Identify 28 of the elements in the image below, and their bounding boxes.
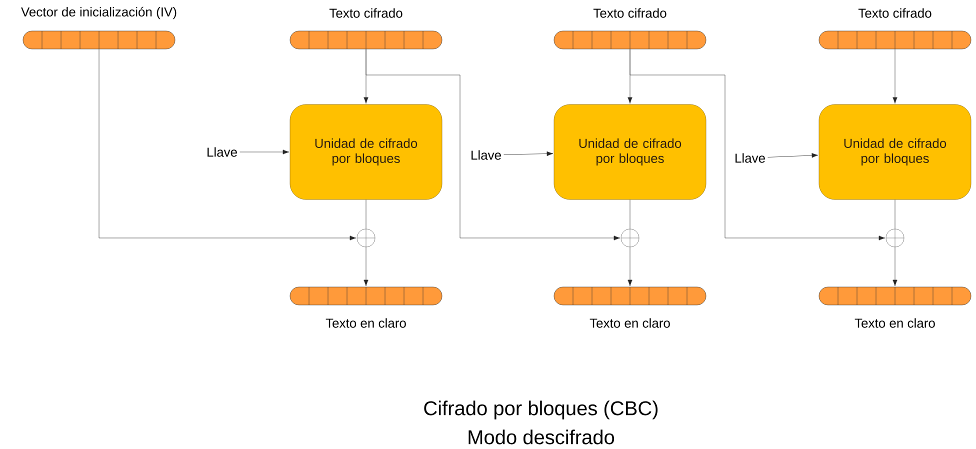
cipher-box: Unidad de cifrado por bloques xyxy=(818,104,972,200)
cipher-box: Unidad de cifrado por bloques xyxy=(554,104,706,200)
bar-label: Texto en claro xyxy=(326,318,406,328)
bar-label: Texto cifrado xyxy=(329,8,402,18)
diagram-title: Cifrado por bloques (CBC) xyxy=(424,400,658,420)
connector-arrow xyxy=(892,49,898,104)
key-label: Llave xyxy=(736,153,765,163)
diagram-caption: Modo descifrado xyxy=(468,430,614,444)
connector-arrow xyxy=(364,247,368,286)
connector-arrow xyxy=(630,49,886,240)
xor-symbol xyxy=(356,228,376,248)
key-label: Llave xyxy=(472,150,501,160)
bar-label: Texto cifrado xyxy=(858,8,932,18)
key-label: Llave xyxy=(208,147,237,157)
connector-arrow xyxy=(768,153,818,158)
xor-symbol xyxy=(886,228,904,248)
connector-arrow xyxy=(98,49,356,240)
connector-arrow xyxy=(366,49,620,240)
cipher-box: Unidad de cifrado por bloques xyxy=(290,104,442,200)
xor-symbol xyxy=(620,228,640,248)
bar-label: Vector de inicialización (IV) xyxy=(21,6,176,20)
connector-arrow xyxy=(504,151,554,156)
connector-arrow xyxy=(892,247,898,286)
connector-arrow xyxy=(240,150,290,154)
bar-label: Texto cifrado xyxy=(593,8,666,18)
bar-label: Texto en claro xyxy=(590,318,670,328)
connector-arrow xyxy=(628,247,632,286)
bar-label: Texto en claro xyxy=(854,318,935,328)
